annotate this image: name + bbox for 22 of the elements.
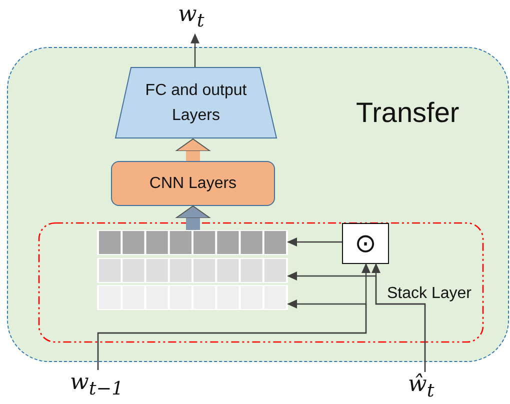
layer-box xyxy=(111,161,275,206)
trapezoid-layer-box xyxy=(115,67,277,139)
region-label: Stack Layer xyxy=(387,285,472,303)
arrow xyxy=(287,238,342,246)
layer-label: CNN Layers xyxy=(149,174,237,194)
arrow xyxy=(287,272,426,372)
math-symbol-label: w$_{t}$ xyxy=(178,2,204,34)
block-arrow xyxy=(176,206,210,230)
region-title: Transfer xyxy=(356,97,460,129)
math-symbol-label: w$_{t−1}$ xyxy=(70,370,124,402)
transfer-region xyxy=(7,47,509,362)
layer-label: FC and output Layers xyxy=(144,81,248,126)
block-arrow xyxy=(176,138,210,161)
math-symbol-label: ŵ$_{t}$ xyxy=(408,372,434,404)
arrow xyxy=(190,33,200,67)
matrix-row xyxy=(97,230,288,255)
arrow xyxy=(97,300,367,370)
stack-layer-region xyxy=(38,222,484,343)
matrix-row xyxy=(97,285,288,310)
operator-symbol: ⊙ xyxy=(354,228,376,258)
operator-box xyxy=(342,223,389,264)
matrix-row xyxy=(97,258,288,283)
